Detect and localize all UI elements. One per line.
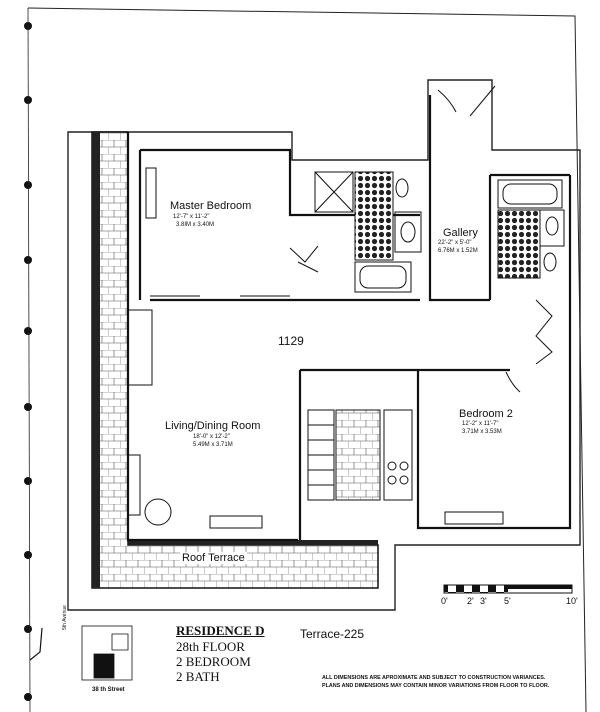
binder-hole (24, 403, 32, 411)
master-bath (314, 171, 422, 293)
building-outline (67, 79, 581, 611)
keyplan-street: 38 th Street (92, 687, 125, 693)
scale-bar (443, 584, 573, 594)
residence-floor: 28th FLOOR (176, 639, 245, 654)
keyplan-avenue: 5th Avenue (62, 605, 68, 630)
binder-hole (24, 256, 32, 264)
bedroom2-metric: 3.71M x 3.53M (462, 429, 502, 435)
gallery-dims: 22'-2" x 5'-0" (438, 240, 472, 246)
bedroom2-dims: 12'-2" x 11'-7" (462, 421, 499, 427)
binder-hole (24, 551, 32, 559)
dining-table-icon (144, 498, 172, 526)
residence-baths: 2 BATH (176, 669, 220, 684)
living-dining-label: Living/Dining Room (165, 420, 261, 432)
scale-tick: 0' (441, 596, 448, 606)
binder-hole (24, 625, 32, 633)
master-bedroom-metric: 3.8IM x 3.40M (176, 222, 215, 228)
doors (150, 85, 553, 393)
bedroom2-label: Bedroom 2 (459, 408, 513, 420)
residence-title: RESIDENCE D (176, 623, 265, 638)
binder-hole (24, 477, 32, 485)
kitchen (307, 409, 413, 501)
living-dining-dims: 18'-0" x 12'-2" (193, 434, 230, 440)
roof-terrace-label: Roof Terrace (180, 552, 247, 564)
unit-area: 1129 (278, 334, 304, 348)
binder-hole (24, 181, 32, 189)
binder-hole (24, 693, 32, 701)
master-bedroom-dims: 12'-7" x 11'-2" (173, 214, 210, 220)
keyplan (29, 625, 133, 681)
terrace-area: Terrace-225 (300, 627, 365, 641)
second-bath (497, 179, 565, 279)
windows (127, 167, 504, 529)
disclaimer-line-1: ALL DIMENSIONS ARE APROXIMATE AND SUBJEC… (322, 675, 546, 681)
binder-hole (24, 327, 32, 335)
scale-tick: 5' (504, 596, 511, 606)
gallery-metric: 6.76M x 1.52M (438, 248, 478, 254)
scale-tick: 10' (566, 596, 578, 606)
scale-tick: 3' (480, 596, 487, 606)
residence-bedrooms: 2 BEDROOM (176, 654, 251, 669)
living-dining-metric: 5.49M x 3.71M (193, 442, 233, 448)
scale-tick: 2' (467, 596, 474, 606)
master-bedroom-label: Master Bedroom (170, 200, 252, 212)
disclaimer-line-2: PLANS AND DIMENSIONS MAY CONTAIN MINOR V… (322, 683, 550, 689)
gallery-label: Gallery (443, 227, 478, 239)
